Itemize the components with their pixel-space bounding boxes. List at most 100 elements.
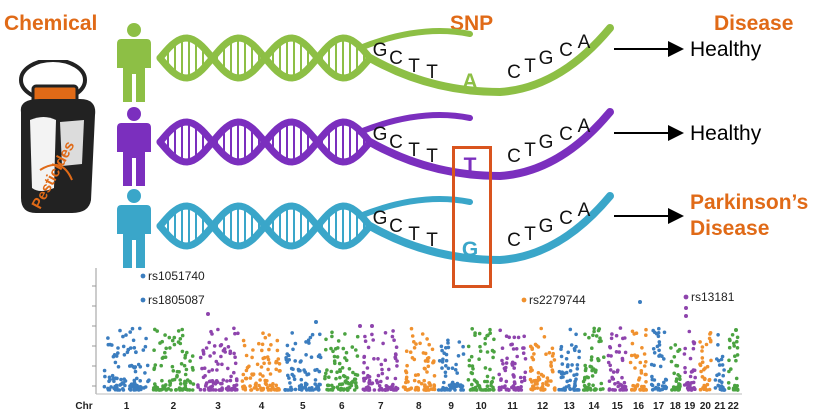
snp-point (568, 386, 572, 391)
snp-point (425, 385, 430, 390)
snp-point (599, 339, 603, 343)
snp-point (179, 362, 184, 366)
snp-point (485, 374, 490, 379)
snp-point (504, 379, 509, 384)
snp-point (721, 373, 725, 378)
snp-point (121, 334, 125, 339)
snp-point (200, 366, 204, 371)
snp-point (455, 383, 460, 388)
snp-point (266, 357, 271, 362)
snp-point (718, 387, 723, 391)
snp-point (674, 363, 678, 368)
snp-point (577, 349, 581, 354)
snp-point (178, 337, 183, 341)
snp-point (541, 382, 545, 386)
chromosome-22-points (726, 333, 740, 392)
snp-point (609, 354, 613, 358)
snp-point (233, 355, 237, 359)
snp-point (722, 368, 726, 372)
snp-point (446, 338, 450, 343)
snp-point (347, 367, 352, 371)
snp-point (423, 383, 427, 387)
snp-point (358, 324, 362, 328)
snp-point (512, 380, 517, 384)
snp-point (644, 387, 648, 392)
snp-point (662, 357, 666, 361)
chromosome-label: 22 (728, 401, 740, 412)
snp-point (408, 350, 413, 354)
base-letter: T (426, 146, 438, 167)
base-letter: C (559, 40, 573, 61)
snp-point (691, 368, 696, 372)
snp-point (429, 387, 434, 391)
snp-point (523, 370, 528, 375)
snp-point (425, 337, 429, 341)
snp-point (260, 342, 265, 347)
snp-point (314, 320, 318, 324)
snp-point (240, 379, 245, 383)
snp-point (450, 382, 455, 387)
snp-point (705, 388, 709, 392)
snp-point (692, 341, 697, 345)
snp-point (219, 354, 223, 359)
snp-point (566, 350, 570, 355)
snp-point (618, 326, 623, 330)
snp-point (185, 350, 189, 355)
snp-point (261, 374, 265, 378)
snp-point (361, 387, 366, 392)
snp-point (688, 374, 693, 379)
snp-point (124, 333, 128, 337)
snp-point (297, 368, 301, 373)
snp-point (335, 385, 340, 389)
snp-point (257, 383, 261, 388)
chromosome-5-points (283, 331, 323, 392)
base-letter: C (559, 124, 573, 145)
snp-point (630, 387, 634, 392)
snp-point (432, 387, 437, 392)
snp-point (442, 380, 446, 385)
person-icon-green (117, 23, 151, 102)
snp-point (166, 387, 171, 391)
snp-point (638, 388, 643, 392)
snp-point (172, 335, 177, 340)
snp-point (145, 363, 150, 368)
snp-point (202, 387, 207, 392)
snp-point (698, 362, 702, 366)
snp-point (432, 374, 437, 378)
snp-point (353, 381, 358, 385)
snp-point (635, 384, 640, 388)
snp-point (614, 350, 619, 354)
snp-point (242, 384, 246, 388)
snp-point (336, 339, 341, 343)
snp-point (512, 335, 517, 340)
snp-point (693, 375, 697, 380)
chromosome-label: 8 (416, 401, 422, 412)
snp-point (207, 379, 212, 384)
snp-point (355, 354, 360, 358)
snp-point (261, 331, 265, 335)
person-icon-purple (117, 107, 151, 186)
snp-point (416, 373, 421, 377)
snp-point (164, 383, 168, 387)
snp-point (215, 368, 219, 372)
snp-point (188, 380, 193, 385)
snp-point (446, 366, 451, 371)
snp-point (308, 335, 313, 340)
snp-point (677, 347, 682, 352)
snp-point (293, 387, 298, 392)
snp-point (416, 386, 421, 390)
snp-point (650, 374, 654, 379)
snp-point (611, 370, 616, 374)
snp-point (306, 338, 311, 342)
base-letter: C (507, 62, 521, 83)
snp-point (327, 375, 331, 379)
snp-point (182, 363, 187, 368)
snp-point (168, 381, 173, 385)
snp-point (502, 385, 507, 390)
snp-point (352, 388, 357, 392)
snp-point (220, 362, 224, 367)
snp-point (589, 358, 594, 362)
base-letter: G (373, 40, 388, 61)
snp-point (355, 373, 360, 377)
